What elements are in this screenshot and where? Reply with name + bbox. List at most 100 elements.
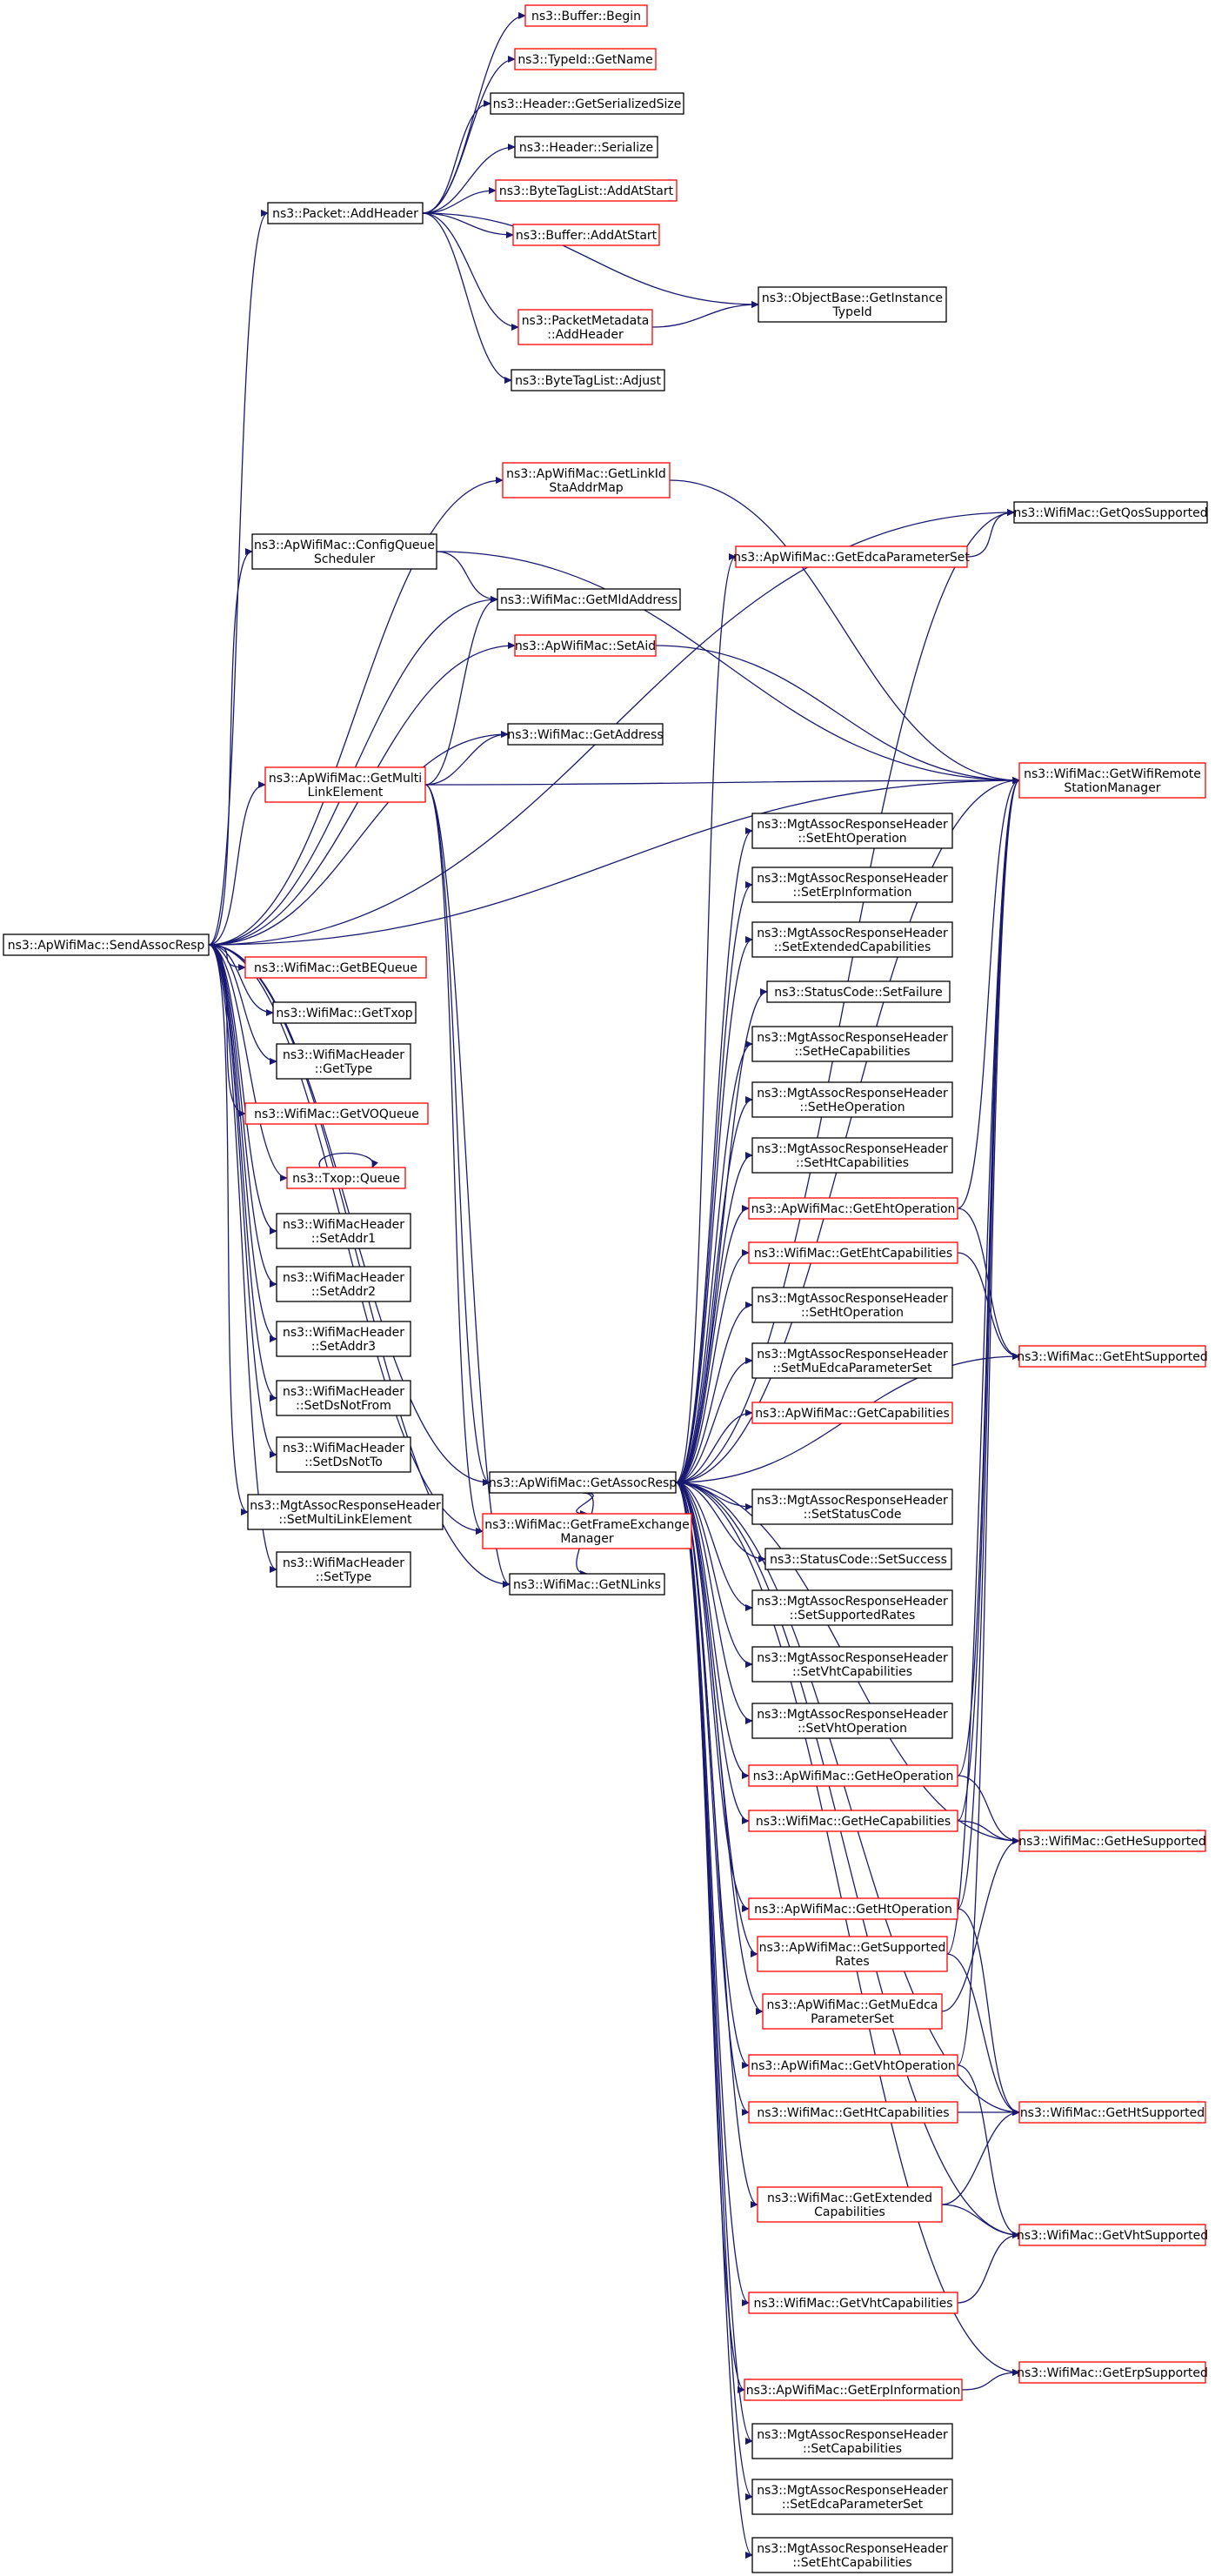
node-sethtcap[interactable]: ns3::MgtAssocResponseHeader::SetHtCapabi… [751, 1137, 953, 1174]
node-setextcap[interactable]: ns3::MgtAssocResponseHeader::SetExtended… [751, 921, 953, 958]
node-box[interactable] [751, 1026, 953, 1062]
node-getehtcap[interactable]: ns3::WifiMac::GetEhtCapabilities [748, 1241, 958, 1264]
node-getcap[interactable]: ns3::ApWifiMac::GetCapabilities [751, 1402, 953, 1424]
node-bufbegin[interactable]: ns3::Buffer::Begin [524, 4, 648, 27]
node-sethecap[interactable]: ns3::MgtAssocResponseHeader::SetHeCapabi… [751, 1026, 953, 1062]
node-box[interactable] [751, 1646, 953, 1683]
node-box[interactable] [514, 634, 657, 657]
node-btaddatstart[interactable]: ns3::ByteTagList::AddAtStart [495, 179, 678, 202]
node-box[interactable] [276, 1043, 411, 1080]
node-gethtcap[interactable]: ns3::WifiMac::GetHtCapabilities [748, 2101, 958, 2124]
node-box[interactable] [276, 1551, 411, 1588]
node-box[interactable] [751, 1287, 953, 1323]
node-box[interactable] [751, 2423, 953, 2459]
node-box[interactable] [495, 179, 678, 202]
node-getnlinks[interactable]: ns3::WifiMac::GetNLinks [509, 1573, 665, 1596]
node-box[interactable] [1018, 2224, 1206, 2246]
node-box[interactable] [751, 1402, 953, 1424]
node-qossup[interactable]: ns3::WifiMac::GetQosSupported [1013, 501, 1208, 524]
node-setcap[interactable]: ns3::MgtAssocResponseHeader::SetCapabili… [751, 2423, 953, 2459]
node-box[interactable] [286, 1167, 406, 1189]
node-typeidname[interactable]: ns3::TypeId::GetName [514, 48, 657, 70]
node-setedcaset[interactable]: ns3::MgtAssocResponseHeader::SetEdcaPara… [751, 2479, 953, 2515]
node-sethtop[interactable]: ns3::MgtAssocResponseHeader::SetHtOperat… [751, 1287, 953, 1323]
node-root[interactable]: ns3::ApWifiMac::SendAssocResp [3, 933, 210, 956]
node-box[interactable] [748, 2054, 958, 2077]
node-box[interactable] [276, 1266, 411, 1302]
node-setmultilink[interactable]: ns3::MgtAssocResponseHeader::SetMultiLin… [247, 1494, 444, 1530]
node-getaddress[interactable]: ns3::WifiMac::GetAddress [507, 723, 664, 746]
node-box[interactable] [517, 309, 653, 345]
node-setheop[interactable]: ns3::MgtAssocResponseHeader::SetHeOperat… [751, 1081, 953, 1118]
node-setfailure[interactable]: ns3::StatusCode::SetFailure [766, 980, 951, 1003]
node-box[interactable] [514, 136, 658, 158]
node-box[interactable] [272, 1001, 417, 1024]
node-box[interactable] [267, 202, 424, 224]
node-gettxop[interactable]: ns3::WifiMac::GetTxop [272, 1001, 417, 1024]
node-box[interactable] [744, 2379, 963, 2401]
node-box[interactable] [1018, 1830, 1206, 1852]
node-edcaset[interactable]: ns3::ApWifiMac::GetEdcaParameterSet [733, 545, 970, 568]
node-box[interactable] [1018, 2361, 1206, 2384]
node-box[interactable] [524, 4, 648, 27]
node-box[interactable] [764, 1548, 952, 1570]
node-box[interactable] [751, 813, 953, 849]
node-box[interactable] [751, 2479, 953, 2515]
node-setaddr3[interactable]: ns3::WifiMacHeader::SetAddr3 [276, 1321, 411, 1357]
node-ehtsup[interactable]: ns3::WifiMac::GetEhtSupported [1017, 1345, 1208, 1368]
node-box[interactable] [1018, 2101, 1206, 2124]
node-gethecap[interactable]: ns3::WifiMac::GetHeCapabilities [748, 1810, 958, 1832]
node-box[interactable] [748, 1241, 958, 1264]
node-settype[interactable]: ns3::WifiMacHeader::SetType [276, 1551, 411, 1588]
node-setsuprates[interactable]: ns3::MgtAssocResponseHeader::SetSupporte… [751, 1589, 953, 1626]
node-box[interactable] [751, 866, 953, 903]
node-box[interactable] [1018, 1345, 1206, 1368]
node-vhtsup[interactable]: ns3::WifiMac::GetVhtSupported [1017, 2224, 1208, 2246]
node-box[interactable] [751, 1489, 953, 1525]
node-box[interactable] [751, 1703, 953, 1739]
node-box[interactable] [1013, 501, 1208, 524]
node-box[interactable] [751, 1589, 953, 1626]
node-box[interactable] [482, 1513, 692, 1549]
node-box[interactable] [489, 1471, 677, 1494]
node-setvhtop[interactable]: ns3::MgtAssocResponseHeader::SetVhtOpera… [751, 1703, 953, 1739]
node-addheader[interactable]: ns3::Packet::AddHeader [267, 202, 424, 224]
node-setstatuscode[interactable]: ns3::MgtAssocResponseHeader::SetStatusCo… [751, 1489, 953, 1525]
node-box[interactable] [509, 1573, 665, 1596]
node-box[interactable] [751, 1342, 953, 1379]
node-hdrser[interactable]: ns3::Header::Serialize [514, 136, 658, 158]
node-hdrsersize[interactable]: ns3::Header::GetSerializedSize [490, 92, 684, 115]
node-erpsup[interactable]: ns3::WifiMac::GetErpSupported [1017, 2361, 1208, 2384]
node-box[interactable] [512, 224, 660, 246]
node-box[interactable] [490, 92, 684, 115]
node-pmaddheader[interactable]: ns3::PacketMetadata::AddHeader [517, 309, 653, 345]
node-box[interactable] [751, 2537, 953, 2573]
node-getehtop[interactable]: ns3::ApWifiMac::GetEhtOperation [748, 1197, 958, 1220]
node-gettype[interactable]: ns3::WifiMacHeader::GetType [276, 1043, 411, 1080]
node-setehtcap[interactable]: ns3::MgtAssocResponseHeader::SetEhtCapab… [751, 2537, 953, 2573]
node-setaid[interactable]: ns3::ApWifiMac::SetAid [514, 634, 657, 657]
node-box[interactable] [276, 1321, 411, 1357]
node-getbequeue[interactable]: ns3::WifiMac::GetBEQueue [244, 956, 427, 979]
node-box[interactable] [757, 1936, 948, 1972]
node-bufaddatstart[interactable]: ns3::Buffer::AddAtStart [512, 224, 660, 246]
node-box[interactable] [276, 1213, 411, 1249]
node-box[interactable] [511, 369, 665, 391]
node-box[interactable] [514, 48, 657, 70]
node-getheop[interactable]: ns3::ApWifiMac::GetHeOperation [748, 1764, 958, 1787]
node-box[interactable] [751, 921, 953, 958]
node-gethtop[interactable]: ns3::ApWifiMac::GetHtOperation [748, 1897, 958, 1920]
node-setdsnotfrom[interactable]: ns3::WifiMacHeader::SetDsNotFrom [276, 1380, 411, 1416]
node-box[interactable] [264, 766, 426, 803]
node-box[interactable] [762, 1993, 943, 2030]
node-box[interactable] [757, 2186, 943, 2223]
node-setaddr1[interactable]: ns3::WifiMacHeader::SetAddr1 [276, 1213, 411, 1249]
node-assocresp[interactable]: ns3::ApWifiMac::GetAssocResp [489, 1471, 677, 1494]
node-mldaddr[interactable]: ns3::WifiMac::GetMldAddress [497, 588, 681, 611]
node-getvoqueue[interactable]: ns3::WifiMac::GetVOQueue [244, 1102, 429, 1125]
